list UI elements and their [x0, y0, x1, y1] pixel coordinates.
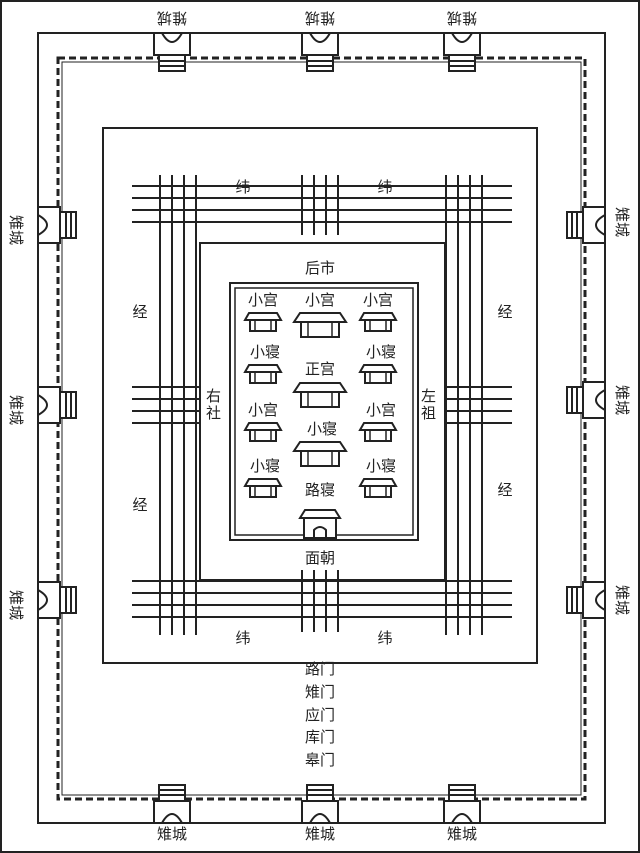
- palace-label: 小宫: [247, 401, 279, 419]
- gate-label: 路门: [304, 660, 336, 678]
- road-label-wei: 纬: [235, 178, 251, 196]
- building: [359, 422, 397, 442]
- tower-top-1: [153, 32, 191, 72]
- tower-left-3: [37, 581, 77, 619]
- palace-compound: [229, 282, 419, 541]
- lu-qin-label: 路寝: [304, 481, 336, 499]
- tower-label-top-3: 雉城: [446, 9, 478, 27]
- gate-label: 应门: [304, 706, 336, 724]
- palace-label: 小寝: [306, 420, 338, 438]
- tower-left-1: [37, 206, 77, 244]
- gate-label: 库门: [304, 728, 336, 746]
- building: [359, 478, 397, 498]
- road-label-jing: 经: [497, 481, 513, 499]
- tower-label-left-3: 雉城: [7, 589, 25, 621]
- tower-label-right-1: 雉城: [613, 206, 631, 238]
- tower-right-2: [566, 381, 606, 419]
- road-label-jing: 经: [132, 496, 148, 514]
- building: [244, 422, 282, 442]
- tower-label-left-1: 雉城: [7, 214, 25, 246]
- road-label-wei: 纬: [377, 178, 393, 196]
- building: [359, 364, 397, 384]
- building: [293, 441, 347, 467]
- tower-top-3: [443, 32, 481, 72]
- road-label-jing: 经: [132, 303, 148, 321]
- building: [293, 382, 347, 408]
- court-label: 面朝: [304, 549, 336, 567]
- palace-label: 小寝: [249, 457, 281, 475]
- tower-bottom-2: [301, 784, 339, 824]
- ancestral-temple-label: 左祖: [419, 388, 437, 422]
- tower-left-2: [37, 386, 77, 424]
- tower-label-right-2: 雉城: [613, 384, 631, 416]
- tower-label-bottom-2: 雉城: [304, 825, 336, 843]
- palace-label: 小宫: [365, 401, 397, 419]
- building: [244, 312, 282, 332]
- inner-road-boundary: [199, 242, 446, 581]
- palace-label: 小宫: [304, 291, 336, 309]
- middle-enclosure: [102, 127, 538, 664]
- altar-label: 右社: [204, 388, 222, 422]
- tower-bottom-3: [443, 784, 481, 824]
- tower-top-2: [301, 32, 339, 72]
- palace-label: 小宫: [362, 291, 394, 309]
- tower-label-top-2: 雉城: [304, 9, 336, 27]
- palace-label: 小寝: [365, 457, 397, 475]
- gate-label: 皋门: [304, 751, 336, 769]
- tower-label-top-1: 雉城: [156, 9, 188, 27]
- main-palace-label: 正宫: [304, 360, 336, 378]
- tower-bottom-1: [153, 784, 191, 824]
- building: [244, 364, 282, 384]
- building: [244, 478, 282, 498]
- building: [359, 312, 397, 332]
- building: [293, 312, 347, 338]
- palace-label: 小寝: [249, 343, 281, 361]
- tower-label-bottom-1: 雉城: [156, 825, 188, 843]
- outer-wall: [37, 32, 606, 824]
- tower-label-left-2: 雉城: [7, 394, 25, 426]
- palace-label: 小寝: [365, 343, 397, 361]
- road-label-wei: 纬: [235, 629, 251, 647]
- tower-right-3: [566, 581, 606, 619]
- tower-label-bottom-3: 雉城: [446, 825, 478, 843]
- tower-right-1: [566, 206, 606, 244]
- palace-label: 小宫: [247, 291, 279, 309]
- palace-gate: [298, 509, 342, 539]
- road-label-wei: 纬: [377, 629, 393, 647]
- road-label-jing: 经: [497, 303, 513, 321]
- gate-label: 雉门: [304, 683, 336, 701]
- market-label: 后市: [304, 259, 336, 277]
